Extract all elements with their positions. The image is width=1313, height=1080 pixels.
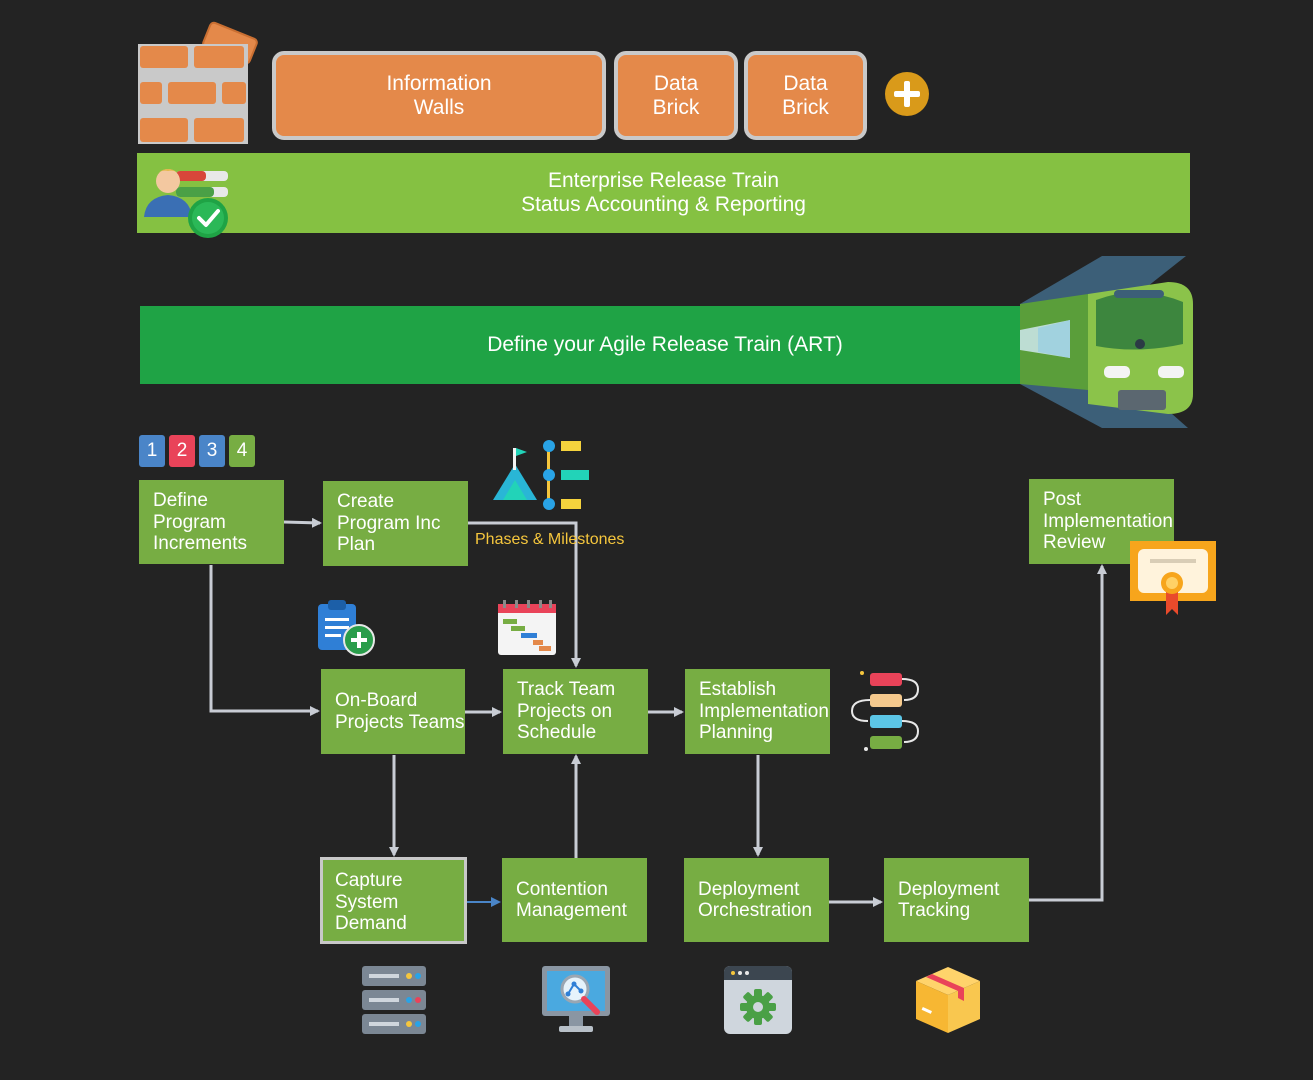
art-band: Define your Agile Release Train (ART) [140, 306, 1040, 384]
information-walls-label: Information Walls [386, 71, 492, 119]
node-capture-system-demand[interactable]: Capture System Demand [320, 857, 467, 944]
node-create-program-inc-plan[interactable]: Create Program Inc Plan [323, 481, 468, 566]
clipboard-add-icon [318, 600, 375, 656]
number-box-2: 2 [169, 435, 195, 467]
node-contention-management[interactable]: Contention Management [502, 858, 647, 942]
user-status-check-icon [144, 169, 228, 238]
data-brick-label-1: Data Brick [652, 71, 700, 119]
node-define-program-increments[interactable]: Define Program Increments [139, 480, 284, 564]
data-brick-box-2: Data Brick [744, 51, 867, 140]
server-icon [362, 966, 426, 1034]
number-box-3: 3 [199, 435, 225, 467]
information-walls-box: Information Walls [272, 51, 606, 140]
settings-window-icon [724, 966, 792, 1034]
node-track-team-projects[interactable]: Track Team Projects on Schedule [503, 669, 648, 754]
package-box-icon [916, 967, 980, 1033]
art-band-label: Define your Agile Release Train (ART) [487, 333, 843, 356]
workflow-list-icon [850, 671, 920, 751]
status-band-line1: Enterprise Release Train [547, 169, 780, 192]
node-onboard-projects-teams[interactable]: On-Board Projects Teams [321, 669, 465, 754]
status-band-line2: Status Accounting & Reporting [521, 193, 806, 216]
gantt-calendar-icon [498, 600, 556, 655]
node-deployment-orchestration[interactable]: Deployment Orchestration [684, 858, 829, 942]
monitor-analytics-icon [542, 966, 610, 1032]
number-box-1: 1 [139, 435, 165, 467]
certificate-icon [1130, 541, 1216, 615]
brick-wall-icon [138, 21, 258, 144]
node-establish-implementation-planning[interactable]: Establish Implementation Planning [685, 669, 830, 754]
train-icon [1020, 256, 1193, 428]
milestones-icon [493, 440, 589, 510]
node-deployment-tracking[interactable]: Deployment Tracking [884, 858, 1029, 942]
phases-milestones-caption: Phases & Milestones [475, 531, 625, 548]
add-circle-icon[interactable] [884, 71, 930, 117]
data-brick-box-1: Data Brick [614, 51, 738, 140]
number-box-4: 4 [229, 435, 255, 467]
data-brick-label-2: Data Brick [782, 71, 829, 119]
status-accounting-band: Enterprise Release Train Status Accounti… [137, 153, 1190, 233]
